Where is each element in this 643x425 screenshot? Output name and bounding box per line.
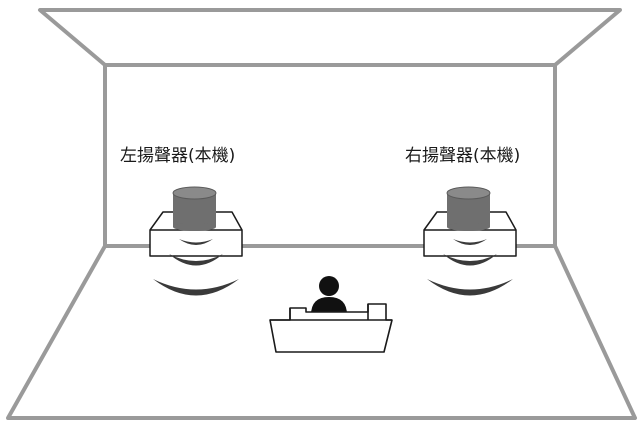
left-speaker-icon [149,186,243,296]
room-floor [6,244,637,420]
left-speaker-label: 左揚聲器(本機) [120,146,235,166]
listener-person-icon [311,276,347,315]
desk-icon [269,303,393,353]
room-ceiling [38,8,622,67]
right-speaker-label: 右揚聲器(本機) [405,146,520,166]
desk-front [269,303,393,353]
room-outline [6,8,637,420]
right-speaker-icon [423,186,517,296]
right-sound-wave-icon [427,239,513,296]
left-sound-wave-icon [153,239,239,296]
